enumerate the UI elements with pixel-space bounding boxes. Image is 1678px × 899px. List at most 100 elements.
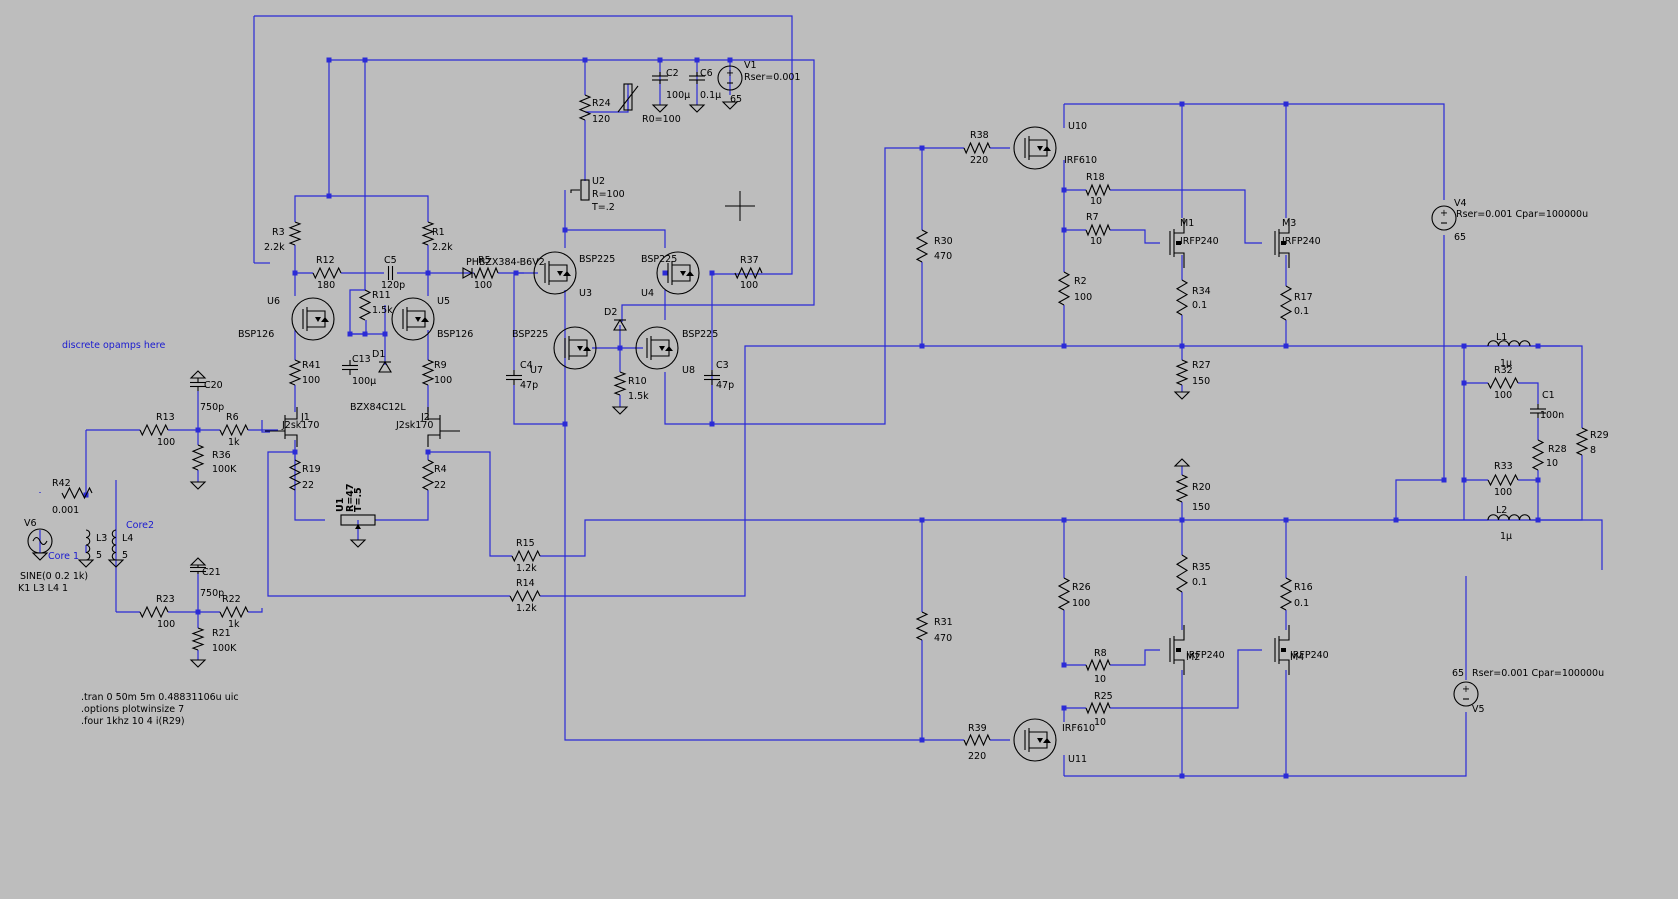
net-label-core2: Core2: [126, 520, 154, 531]
diode-d2[interactable]: D2: [604, 307, 627, 331]
thermistor[interactable]: R0=100: [617, 83, 681, 125]
resistor-r3[interactable]: R32.2k: [264, 221, 302, 253]
wire: [294, 440, 325, 521]
resistor-symbol: [139, 605, 169, 619]
source-v6[interactable]: V6: [24, 518, 53, 554]
junction-dot: [1061, 705, 1067, 711]
junction-dot: [1179, 517, 1185, 523]
wire: [1110, 229, 1160, 244]
junction-dot: [582, 57, 588, 63]
resistor-value: 470: [934, 633, 952, 644]
resistor-value: 100: [1074, 292, 1092, 303]
ground-icon: [688, 104, 706, 113]
resistor-value: 100: [1072, 598, 1090, 609]
capacitor-c6[interactable]: C60.1µ: [689, 68, 721, 101]
junction-dot: [562, 227, 568, 233]
ground-icon: [31, 552, 49, 561]
inductor-l4[interactable]: L45: [111, 529, 133, 561]
resistor-r1[interactable]: R12.2k: [421, 221, 453, 253]
resistor-value: 470: [934, 251, 952, 262]
diode-r5a[interactable]: PHBZX384-B6V2: [462, 257, 545, 279]
inductor-l3[interactable]: L35: [85, 529, 107, 561]
resistor-ref: R8: [1094, 648, 1107, 659]
junction-dot: [1461, 343, 1467, 349]
wire: [1395, 235, 1445, 520]
resistor-value: 0.1: [1294, 598, 1309, 609]
transistor-ref: M1: [1180, 218, 1194, 229]
